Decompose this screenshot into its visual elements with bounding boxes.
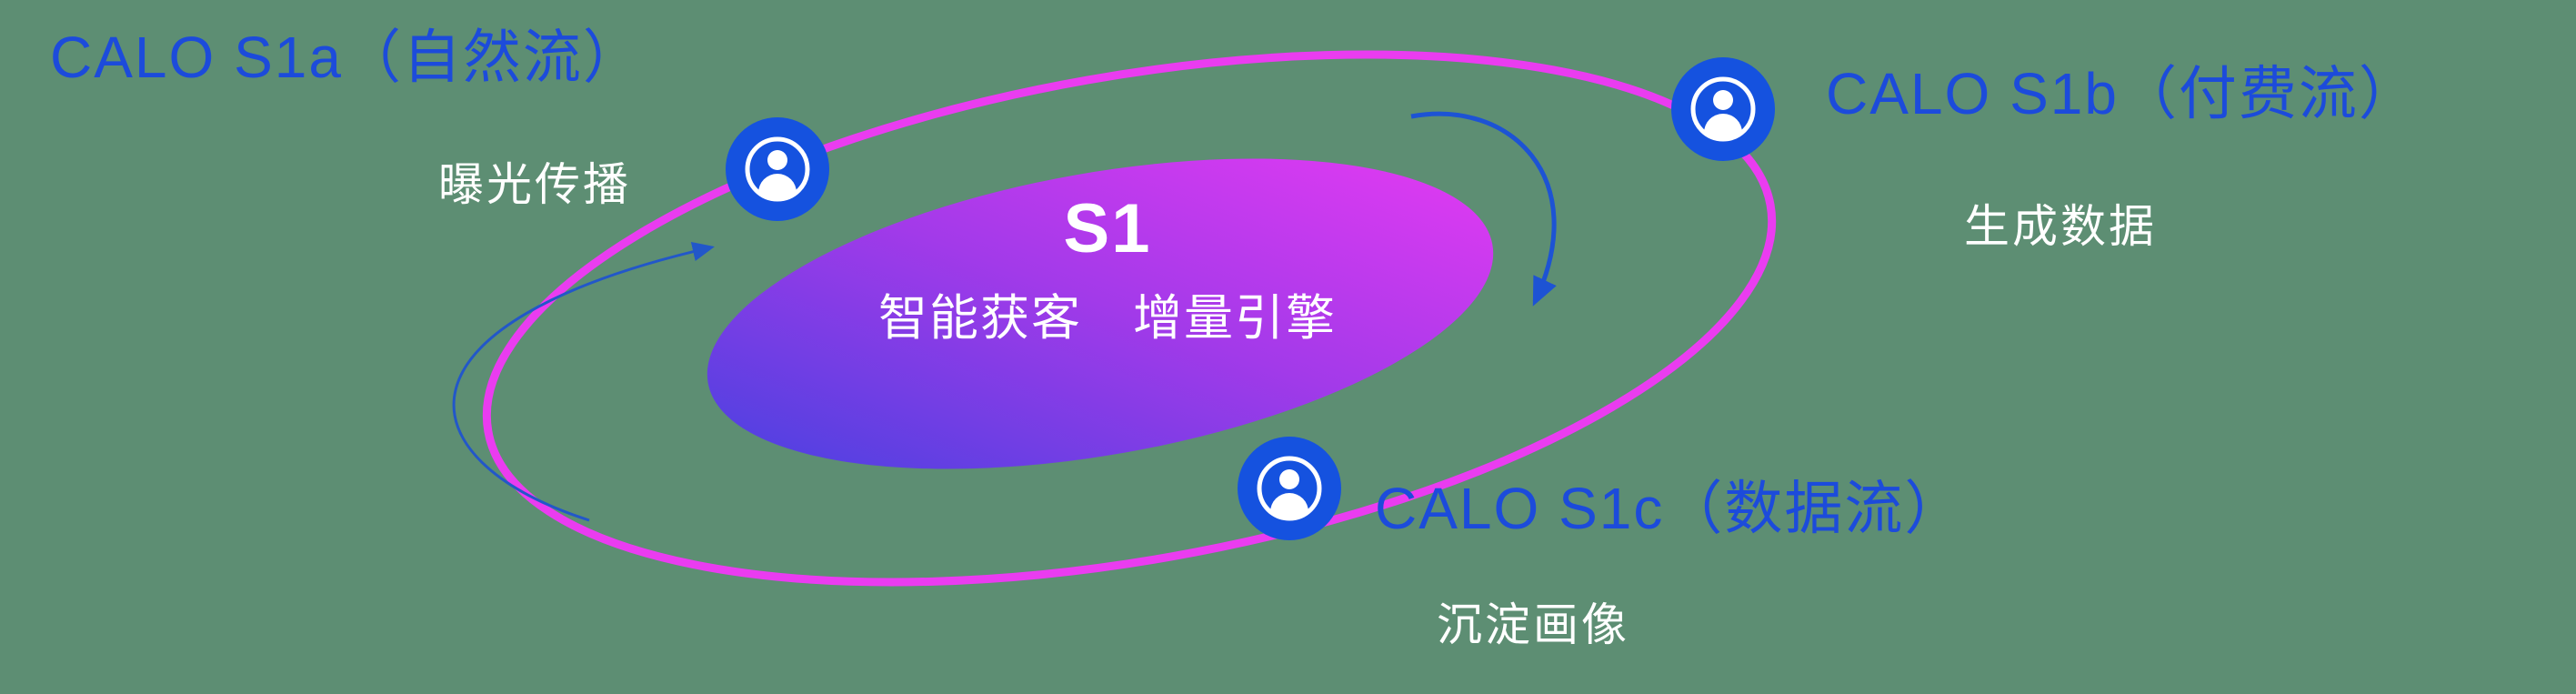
core-title: S1 — [1063, 190, 1152, 267]
user-icon — [745, 136, 810, 202]
node-s1a — [726, 117, 829, 221]
node-s1b-label: CALO S1b（付费流） — [1826, 61, 2419, 126]
node-s1a-label: CALO S1a（自然流） — [50, 25, 643, 90]
node-s1b-sublabel: 生成数据 — [1964, 201, 2157, 252]
node-s1a-sublabel: 曝光传播 — [438, 159, 631, 210]
node-s1c-sublabel: 沉淀画像 — [1437, 599, 1629, 650]
node-s1c-label: CALO S1c（数据流） — [1375, 476, 1965, 541]
orbit-ring — [482, 50, 1777, 587]
core-ellipse — [707, 158, 1494, 469]
core-text: S1 智能获客 增量引擎 — [835, 189, 1380, 349]
node-s1c — [1238, 437, 1341, 540]
node-s1b — [1671, 57, 1775, 161]
core-subtitle: 智能获客 增量引擎 — [878, 291, 1337, 346]
flow-arrow-top-right — [1410, 111, 1557, 307]
user-icon — [1257, 456, 1322, 521]
flow-arrow-left — [452, 242, 715, 522]
user-icon — [1690, 76, 1756, 142]
